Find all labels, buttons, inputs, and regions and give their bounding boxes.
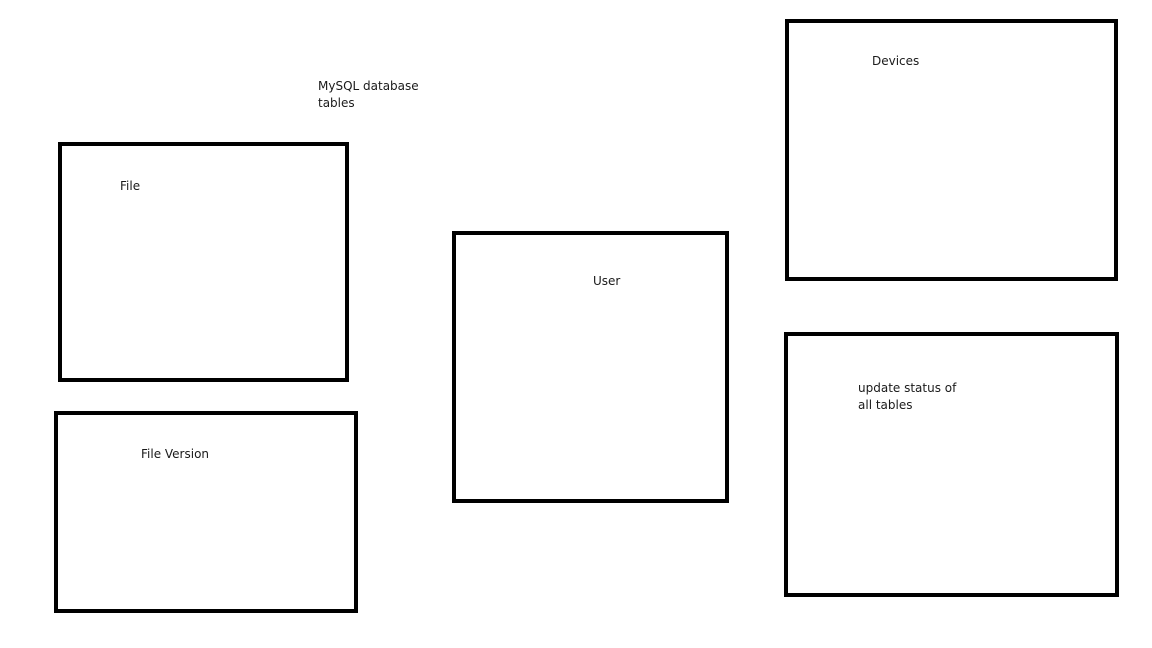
devices-table-box: Devices [785,19,1118,281]
file-table-box: File [58,142,349,382]
user-table-box: User [452,231,729,503]
file-table-label: File [120,179,141,193]
file-version-table-box: File Version [54,411,358,613]
update-status-table-box: update status of all tables [784,332,1119,597]
diagram-title: MySQL database tables [318,79,419,110]
user-table-label: User [593,274,621,288]
update-status-table-label: update status of all tables [858,381,957,412]
file-version-table-label: File Version [141,447,210,461]
devices-table-label: Devices [872,54,920,68]
